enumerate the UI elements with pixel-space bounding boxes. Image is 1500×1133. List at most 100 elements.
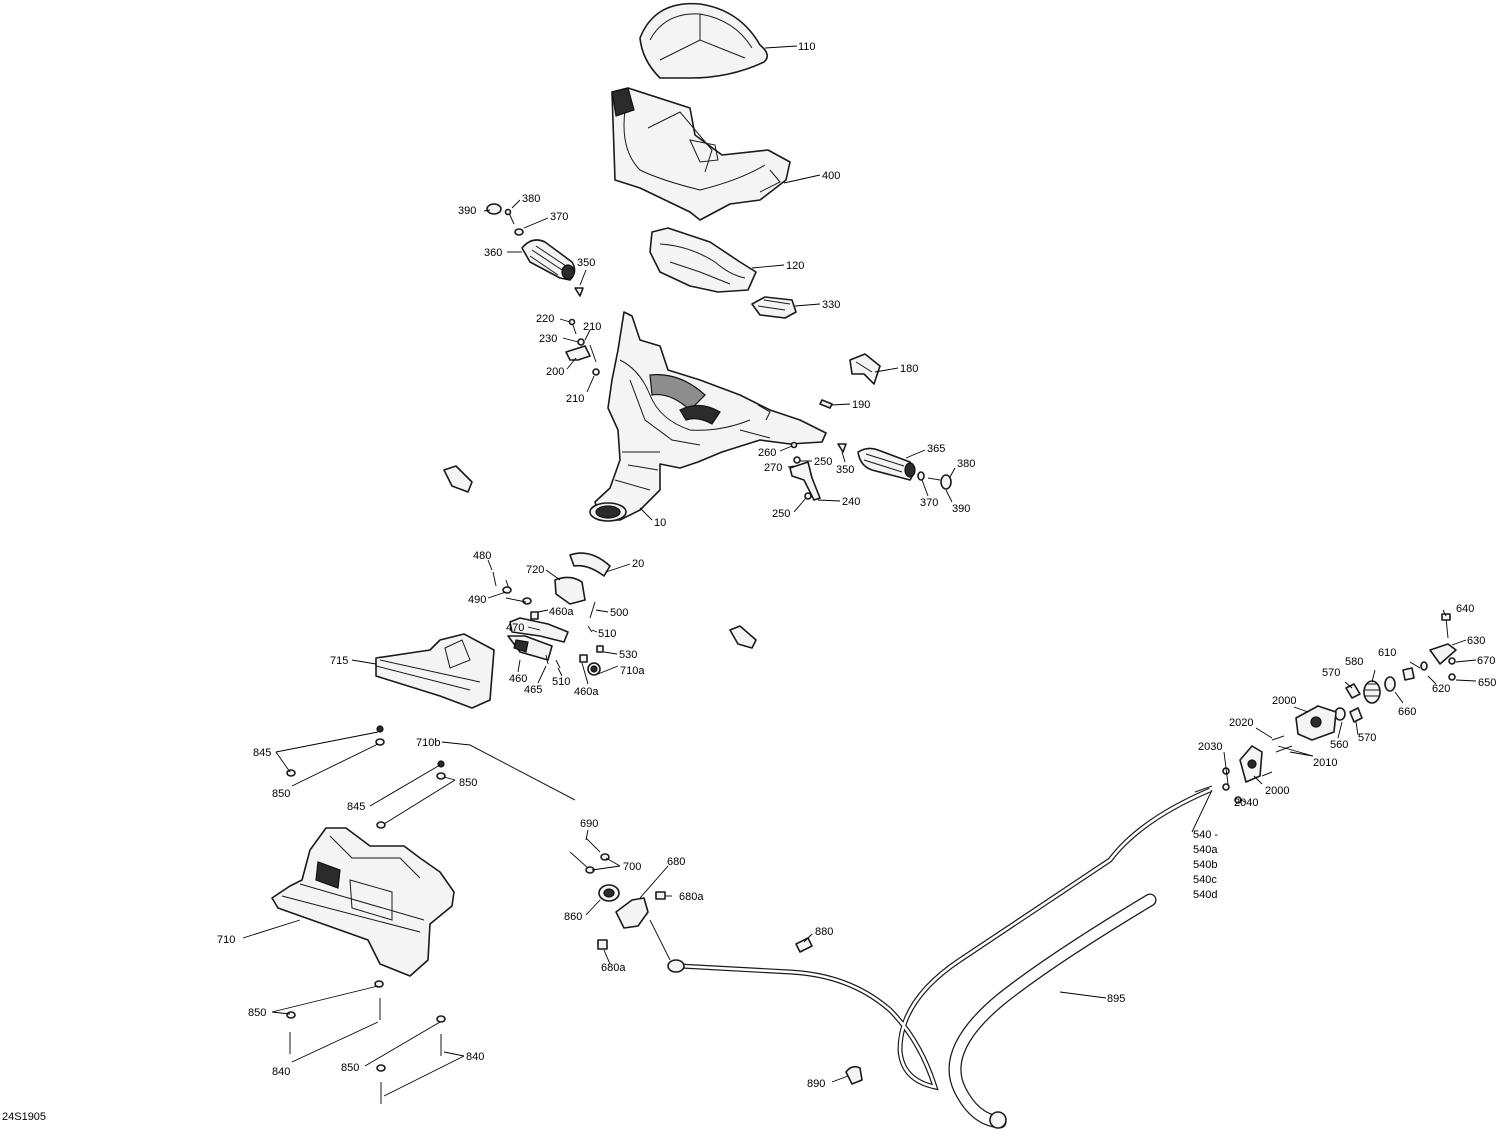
- callout-570-lower: 570: [1358, 732, 1376, 744]
- callout-350-left: 350: [577, 257, 595, 269]
- callout-260: 260: [758, 447, 776, 459]
- callout-540b: 540b: [1193, 859, 1217, 871]
- part-570-sleeve-lower: [1349, 707, 1363, 723]
- callout-230: 230: [539, 333, 557, 345]
- callout-580: 580: [1345, 656, 1363, 668]
- callout-840-lower-left: 840: [272, 1066, 290, 1078]
- callout-860: 860: [564, 911, 582, 923]
- callout-840-lower-right: 840: [466, 1051, 484, 1063]
- callout-510-lower: 510: [552, 676, 570, 688]
- part-190-pin: [819, 399, 833, 409]
- callout-240: 240: [842, 496, 860, 508]
- callout-670: 670: [1477, 655, 1495, 667]
- callout-200: 200: [546, 366, 564, 378]
- part-895-tube: [948, 893, 1157, 1129]
- callout-2000-lower: 2000: [1265, 785, 1289, 797]
- callout-10: 10: [654, 517, 666, 529]
- callout-465: 465: [524, 684, 542, 696]
- callout-2040: 2040: [1234, 797, 1258, 809]
- callout-110: 110: [798, 41, 816, 53]
- part-660-spring: [1384, 676, 1396, 692]
- callout-690: 690: [580, 818, 598, 830]
- callout-880: 880: [815, 926, 833, 938]
- part-390-end-cap-right: [940, 474, 952, 490]
- callout-660: 660: [1398, 706, 1416, 718]
- part-710a-nut: [587, 662, 601, 676]
- callout-850-upper-right: 850: [459, 777, 477, 789]
- part-380-screw-left: [504, 208, 515, 225]
- callout-890: 890: [807, 1078, 825, 1090]
- callout-2020: 2020: [1229, 717, 1253, 729]
- diagram-code: 24S1905: [2, 1111, 47, 1123]
- callout-510-upper: 510: [598, 628, 616, 640]
- callout-850-lower-right: 850: [341, 1062, 359, 1074]
- part-250-nut-upper: [793, 456, 801, 464]
- part-680a-clip-lower: [597, 939, 608, 950]
- part-465-bolt: [545, 654, 549, 665]
- callout-640: 640: [1456, 603, 1474, 615]
- part-210-spring-lower: [592, 368, 600, 376]
- callout-labels: 110 400 390 380 370 360 350 120 330 220 …: [217, 41, 1496, 1090]
- callout-850-lower-left: 850: [248, 1007, 266, 1019]
- part-120-lower-cover: [649, 227, 757, 293]
- part-680-bracket: [615, 897, 649, 929]
- part-850-washer-lower-4: [376, 1064, 386, 1072]
- part-390-end-cap-left: [486, 203, 502, 215]
- part-330-bracket: [751, 296, 797, 319]
- part-2000-housing-lower: [1239, 745, 1263, 783]
- callout-700: 700: [623, 861, 641, 873]
- callout-710b: 710b: [416, 737, 440, 749]
- callout-390-left: 390: [458, 205, 476, 217]
- callout-895: 895: [1107, 993, 1125, 1005]
- part-700-washers: [585, 853, 610, 874]
- callout-2000-upper: 2000: [1272, 695, 1296, 707]
- callout-460a-upper: 460a: [549, 606, 574, 618]
- part-540-cable: [649, 785, 1213, 1091]
- callout-210-lower: 210: [566, 393, 584, 405]
- callout-270: 270: [764, 462, 782, 474]
- callout-540a: 540a: [1193, 844, 1218, 856]
- part-350-clip-right: [837, 443, 847, 453]
- callout-540d: 540d: [1193, 889, 1217, 901]
- part-2010-bolts: [1261, 771, 1273, 777]
- part-880-clip: [795, 937, 813, 953]
- callout-680a-lower: 680a: [601, 962, 626, 974]
- part-720-clamp: [554, 576, 586, 605]
- callout-330: 330: [822, 299, 840, 311]
- part-850-washer-upper-1: [375, 738, 385, 746]
- callout-650: 650: [1478, 677, 1496, 689]
- callout-480: 480: [473, 550, 491, 562]
- part-670-washer: [1448, 657, 1456, 665]
- part-180-housing: [849, 353, 881, 385]
- part-clip-center-floating: [729, 625, 757, 649]
- callout-470: 470: [506, 622, 524, 634]
- callout-680: 680: [667, 856, 685, 868]
- callout-620: 620: [1432, 683, 1450, 695]
- part-510-pin-upper: [587, 625, 593, 633]
- part-680a-clip-right: [655, 891, 666, 900]
- callout-710a: 710a: [620, 665, 645, 677]
- callout-845-lower: 845: [347, 801, 365, 813]
- part-490-washers: [502, 586, 532, 605]
- callout-370-left: 370: [550, 211, 568, 223]
- part-370-washer-left: [514, 228, 524, 236]
- part-530-nut: [596, 645, 604, 653]
- callout-350-right: 350: [836, 464, 854, 476]
- callout-390-right: 390: [952, 503, 970, 515]
- callout-500: 500: [610, 607, 628, 619]
- callout-380-left: 380: [522, 193, 540, 205]
- callout-365: 365: [927, 443, 945, 455]
- part-360-grip-left: [521, 239, 576, 281]
- part-640-bolt: [1441, 613, 1451, 639]
- callout-680a-right: 680a: [679, 891, 704, 903]
- part-850-washer-lower-2: [286, 1011, 296, 1019]
- callout-710: 710: [217, 934, 235, 946]
- part-365-grip-right: [857, 447, 916, 481]
- part-845-nut-upper-1: [376, 725, 384, 733]
- part-500-bolt: [589, 601, 596, 619]
- part-710-base: [271, 827, 455, 977]
- callout-560: 560: [1330, 739, 1348, 751]
- part-610-spacer: [1402, 667, 1415, 681]
- callout-845-upper: 845: [253, 747, 271, 759]
- part-850-washer-lower-3: [436, 1015, 446, 1023]
